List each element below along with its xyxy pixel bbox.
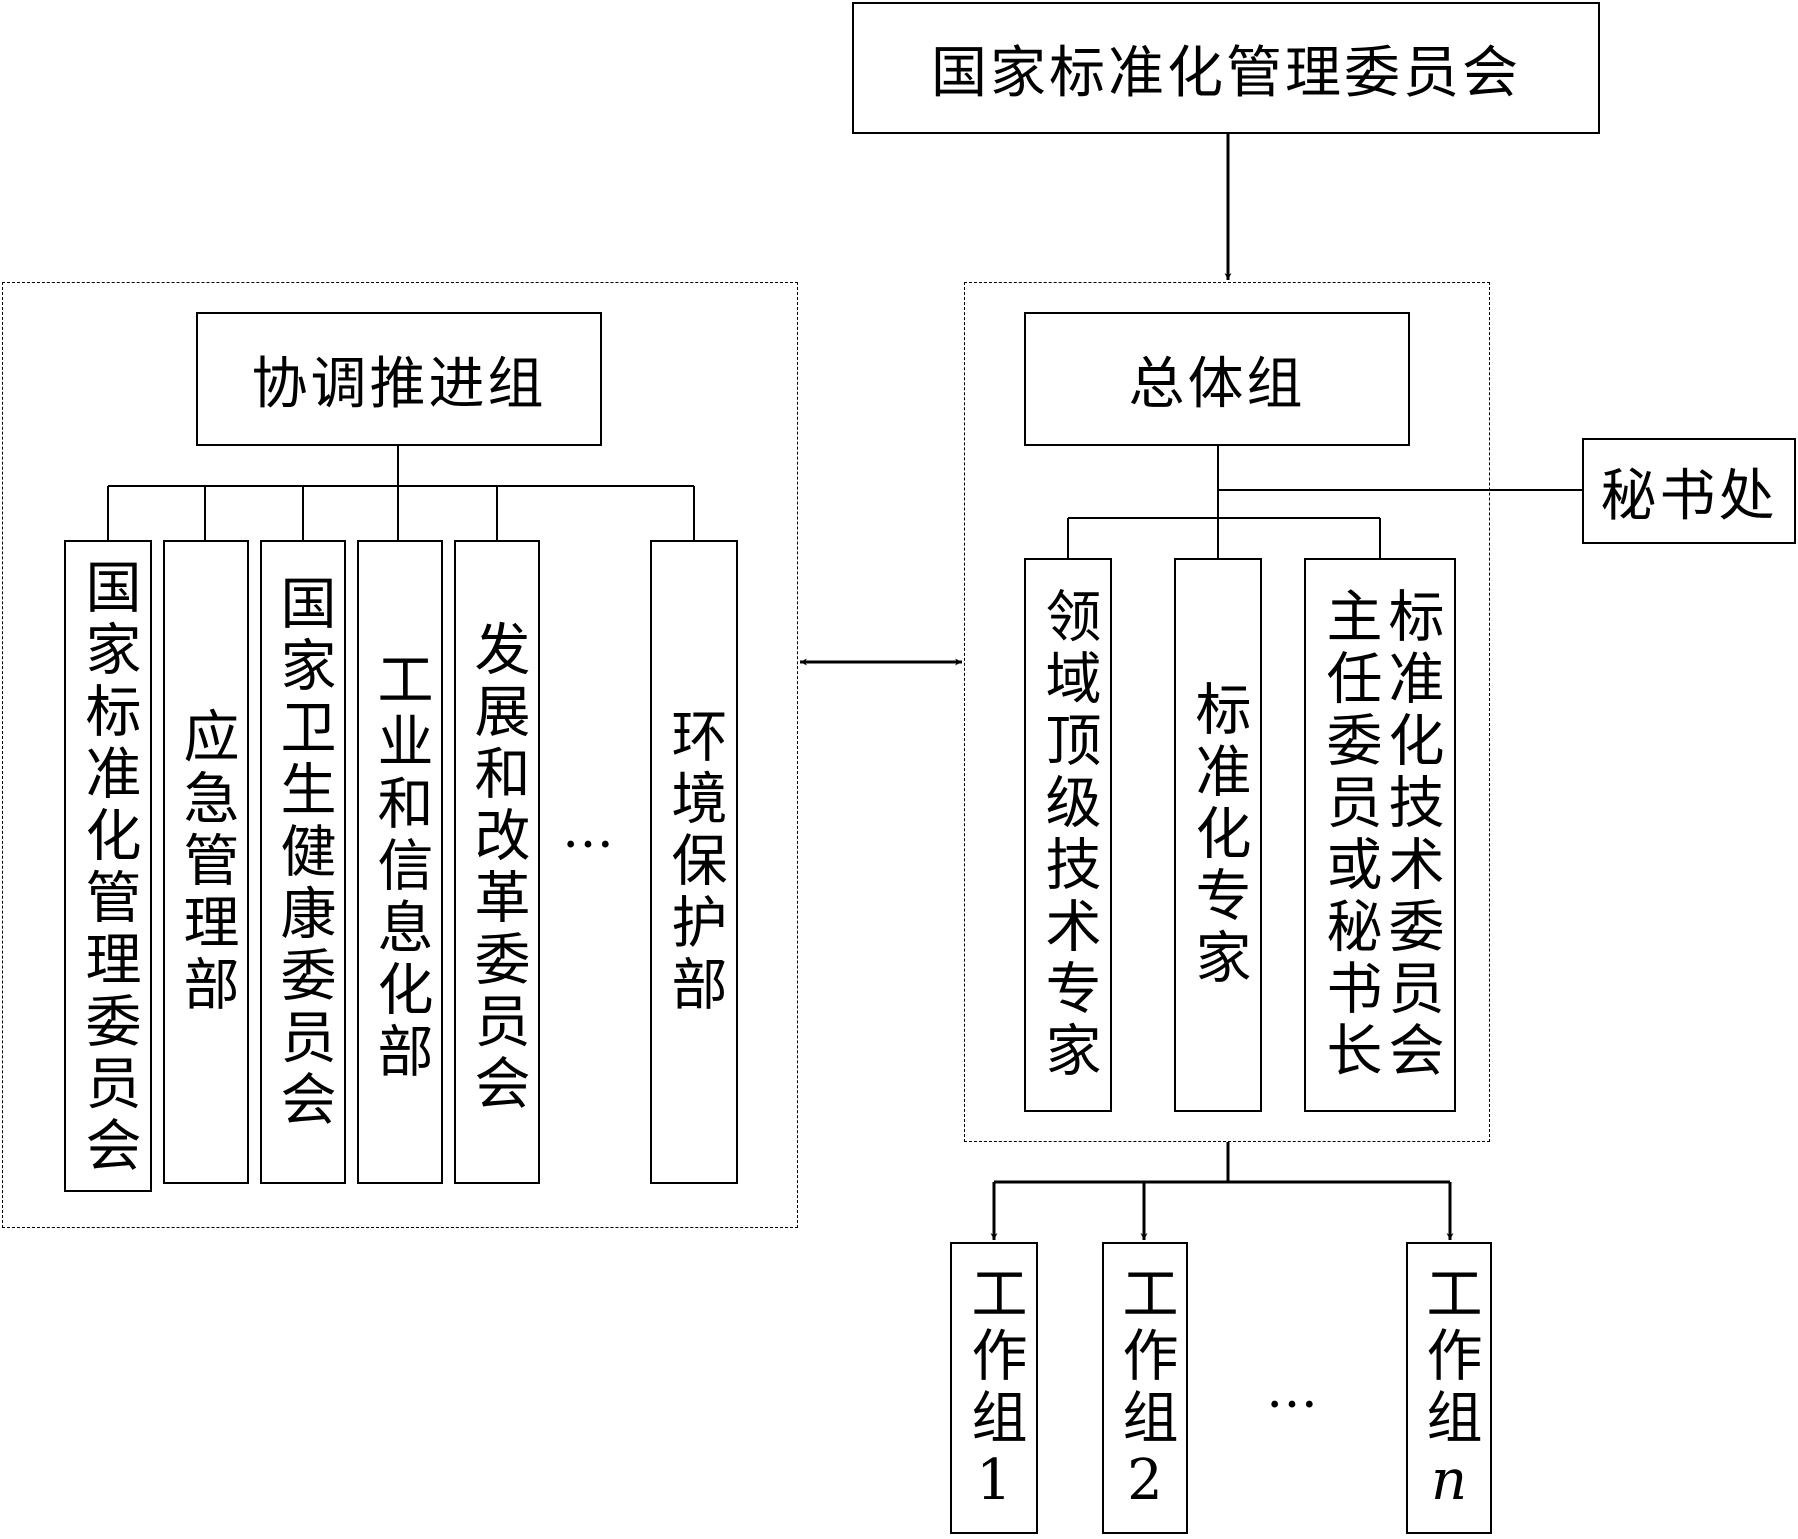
coord-member-box: 环境保护部 <box>650 540 738 1184</box>
overall-member-label: 领域顶级技术专家 <box>1036 587 1101 1083</box>
coord-member-box: 发展和改革委员会 <box>454 540 540 1184</box>
working-group-number: 1 <box>976 1448 1012 1514</box>
coord-member-box: 国家标准化管理委员会 <box>64 540 152 1192</box>
working-group-label: 工作组 <box>1417 1264 1482 1451</box>
working-group-label-wrap: 工作组 2 <box>1113 1264 1178 1514</box>
overall-member-label-col1: 标准化技术委员会 <box>1379 587 1444 1083</box>
working-group-number: 2 <box>1127 1448 1163 1514</box>
top-committee-box: 国家标准化管理委员会 <box>852 2 1600 134</box>
working-group-label: 工作组 <box>962 1264 1027 1451</box>
working-group-label-wrap: 工作组 1 <box>962 1264 1027 1514</box>
coord-member-box: 国家卫生健康委员会 <box>260 540 346 1184</box>
working-group-label-wrap: 工作组 n <box>1417 1264 1482 1514</box>
overall-member-box: 标准化技术委员会 主任委员或秘书长 <box>1304 558 1456 1112</box>
secretariat-label: 秘书处 <box>1600 463 1778 529</box>
overall-group-title: 总体组 <box>1128 351 1306 417</box>
coord-member-label: 应急管理部 <box>174 707 239 1017</box>
top-committee-label: 国家标准化管理委员会 <box>931 40 1521 106</box>
coord-ellipsis: … <box>562 800 616 860</box>
coord-member-box: 工业和信息化部 <box>357 540 443 1184</box>
coordination-group-container <box>2 282 798 1228</box>
working-group-box: 工作组 n <box>1406 1242 1492 1534</box>
coord-member-label: 国家标准化管理委员会 <box>76 558 141 1178</box>
secretariat-box: 秘书处 <box>1582 438 1796 544</box>
overall-member-label-col2: 主任委员或秘书长 <box>1317 587 1382 1083</box>
overall-member-box: 领域顶级技术专家 <box>1024 558 1112 1112</box>
overall-member-label-group: 标准化技术委员会 主任委员或秘书长 <box>1317 587 1444 1083</box>
coord-member-label: 环境保护部 <box>662 707 727 1017</box>
coord-member-label: 国家卫生健康委员会 <box>271 574 336 1132</box>
overall-member-box: 标准化专家 <box>1174 558 1262 1112</box>
working-group-box: 工作组 2 <box>1102 1242 1188 1534</box>
coord-member-label: 发展和改革委员会 <box>465 620 530 1116</box>
coordination-group-title-box: 协调推进组 <box>196 312 602 446</box>
working-group-ellipsis: … <box>1266 1360 1320 1420</box>
overall-group-title-box: 总体组 <box>1024 312 1410 446</box>
working-group-number: n <box>1430 1448 1468 1514</box>
overall-group-container <box>964 282 1490 1142</box>
coordination-group-title: 协调推进组 <box>251 351 547 417</box>
overall-member-label: 标准化专家 <box>1186 680 1251 990</box>
working-group-label: 工作组 <box>1113 1264 1178 1451</box>
coord-member-label: 工业和信息化部 <box>368 650 433 1084</box>
coord-member-box: 应急管理部 <box>163 540 249 1184</box>
working-group-box: 工作组 1 <box>950 1242 1038 1534</box>
